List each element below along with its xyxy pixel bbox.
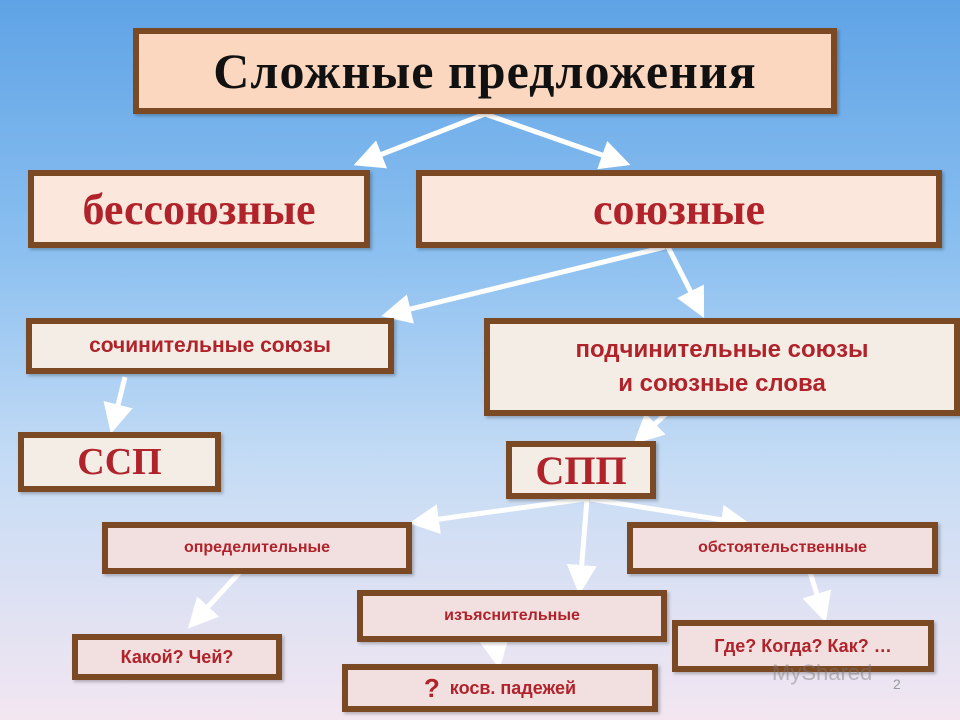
spp-box: СПП <box>506 441 656 499</box>
ssp-box: ССП <box>18 432 221 492</box>
adverbial-question-label: Где? Когда? Как? … <box>714 635 892 656</box>
adverbial-question-box: Где? Когда? Как? … <box>672 620 934 672</box>
arrow-title-to-bessoyuznye <box>353 111 486 169</box>
opredelitelnye-label: определительные <box>183 539 331 556</box>
izyasnitelnye-box: изъяснительные <box>357 590 667 642</box>
arrow-spp-to-izyasnitelnye <box>566 498 597 595</box>
bessoyuznye-label: бессоюзные <box>82 184 316 234</box>
sochinitelnye-box: сочинительные союзы <box>26 318 394 374</box>
arrow-spp-to-obstoyatelstvennye <box>589 496 751 535</box>
podchinitelnye-box: подчинительные союзы и союзные слова <box>484 318 960 416</box>
explanatory-question-label: косв. падежей <box>449 677 577 698</box>
page-number: 2 <box>893 676 901 692</box>
obstoyatelstvennye-box: обстоятельственные <box>627 522 938 574</box>
page-title: Сложные предложения <box>213 43 757 99</box>
izyasnitelnye-label: изъяснительные <box>444 607 580 624</box>
arrow-izyasnitelnye-to-question <box>479 636 510 669</box>
explanatory-question-mark: ? <box>423 672 440 703</box>
ssp-label: ССП <box>77 441 162 483</box>
watermark: MyShared <box>772 660 873 685</box>
attributive-question-label: Какой? Чей? <box>120 646 234 667</box>
soyuznye-label: союзные <box>592 184 766 234</box>
obstoyatelstvennye-label: обстоятельственные <box>698 539 867 556</box>
arrow-obstoyatelstvennye-to-question <box>802 571 832 623</box>
arrow-spp-to-opredelitelnye <box>409 496 586 534</box>
sochinitelnye-label: сочинительные союзы <box>89 334 331 357</box>
bessoyuznye-box: бессоюзные <box>28 170 370 248</box>
arrow-soyuznye-to-podchinitelnye <box>665 245 705 319</box>
podchinitelnye-label-line1: подчинительные союзы <box>575 336 869 363</box>
arrow-soyuznye-to-sochinitelnye <box>381 244 666 324</box>
opredelitelnye-box: определительные <box>102 522 412 574</box>
arrow-opredelitelnye-to-question <box>187 570 242 629</box>
podchinitelnye-label-line2: и союзные слова <box>618 370 826 397</box>
attributive-question-box: Какой? Чей? <box>72 634 282 680</box>
arrow-title-to-soyuznye <box>484 111 631 170</box>
spp-label: СПП <box>535 447 627 493</box>
soyuznye-box: союзные <box>416 170 942 248</box>
title-box: Сложные предложения <box>133 28 837 114</box>
arrow-sochinitelnye-to-ssp <box>103 376 133 434</box>
explanatory-question-box: ? косв. падежей <box>342 664 658 712</box>
